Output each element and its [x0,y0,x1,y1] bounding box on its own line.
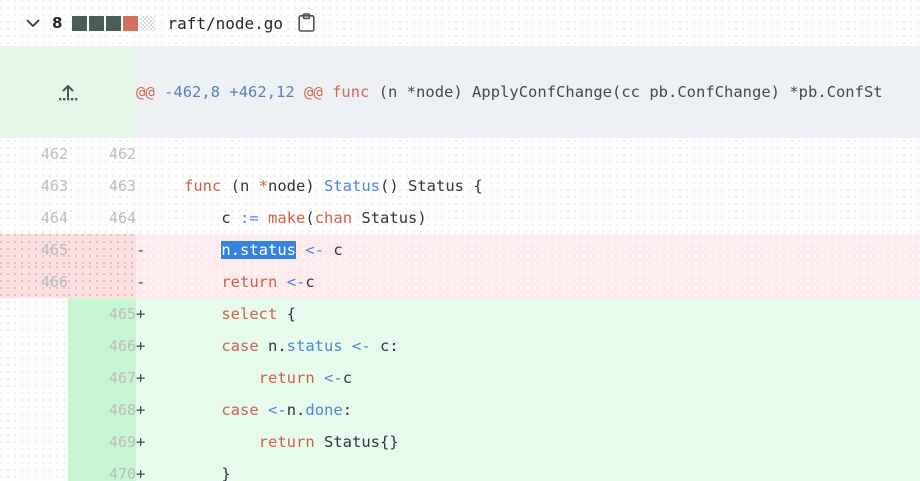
hunk-context-keyword: func [332,83,370,101]
line-number-new: 462 [108,145,137,163]
diffstat-block-3 [106,15,122,31]
table-row: 466 + case n.status <- c: [0,330,920,362]
code-line[interactable]: c := make(chan Status) [184,209,427,227]
change-count: 8 [52,14,63,32]
hunk-at-left: @@ [136,83,155,101]
code-line[interactable] [184,138,920,170]
code-line[interactable]: return <-c [184,266,920,298]
line-number-new: 468 [68,394,137,426]
hunk-range-new: +462,12 [229,83,295,101]
table-row: 465 + select { [0,298,920,330]
file-header: 8 raft/node.go [0,0,920,46]
line-number-new: 469 [68,426,137,458]
line-number-new: 470 [68,458,137,481]
diff-sign: + [136,362,185,394]
code-line[interactable]: func (n *node) Status() Status { [184,177,483,195]
diff-table: @@ -462,8 +462,12 @@ func (n *node) Appl… [0,46,920,481]
line-number-old: 463 [40,177,68,195]
hunk-header-text: @@ -462,8 +462,12 @@ func (n *node) Appl… [136,46,920,138]
selected-text[interactable]: n.status [221,241,296,259]
code-line[interactable]: case <-n.done: [184,394,920,426]
line-number-old: 464 [40,209,68,227]
table-row: 465 - n.status <- c [0,234,920,266]
table-row: 463 463 func (n *node) Status() Status { [0,170,920,202]
hunk-at-right: @@ [304,83,323,101]
hunk-header-row: @@ -462,8 +462,12 @@ func (n *node) Appl… [0,46,920,138]
table-row: 470 + } [0,458,920,481]
diff-sign: + [136,458,185,481]
line-number-old [0,298,68,330]
code-line[interactable]: select { [184,298,920,330]
line-number-new: 465 [68,298,137,330]
line-number-old [0,362,68,394]
code-line[interactable]: n.status <- c [184,234,920,266]
line-number-old: 465 [0,234,68,266]
line-number-new: 463 [108,177,137,195]
line-number-old: 462 [40,145,68,163]
line-number-old [0,458,68,481]
table-row: 464 464 c := make(chan Status) [0,202,920,234]
diffstat-block-2 [89,15,105,31]
line-number-new [68,234,137,266]
diff-sign: + [136,394,185,426]
line-number-new: 466 [68,330,137,362]
table-row: 468 + case <-n.done: [0,394,920,426]
line-number-new [68,266,137,298]
diff-sign [136,170,184,202]
diff-sign [136,138,184,170]
diff-sign: - [136,266,185,298]
chevron-down-icon[interactable] [22,12,44,34]
diffstat-block-1 [72,15,88,31]
code-line[interactable]: return <-c [184,362,920,394]
diff-sign: + [136,298,185,330]
line-number-old [0,330,68,362]
diff-sign: + [136,330,185,362]
line-number-old: 466 [0,266,68,298]
table-row: 466 - return <-c [0,266,920,298]
file-path[interactable]: raft/node.go [167,13,284,33]
diffstat-block-4 [123,15,139,31]
line-number-new: 464 [108,209,137,227]
table-row: 462 462 [0,138,920,170]
line-number-old [0,426,68,458]
hunk-range-old: -462,8 [164,83,221,101]
code-line[interactable]: return Status{} [184,426,920,458]
line-number-old [0,394,68,426]
clipboard-copy-icon[interactable] [295,12,317,34]
code-line[interactable]: case n.status <- c: [184,330,920,362]
line-number-new: 467 [68,362,137,394]
code-line[interactable]: } [184,458,920,481]
table-row: 467 + return <-c [0,362,920,394]
diff-sign: - [136,234,185,266]
diffstat-blocks [72,15,156,31]
hunk-context-signature: (n *node) ApplyConfChange(cc pb.ConfChan… [369,83,883,101]
diffstat-block-5 [140,15,156,31]
expand-up-icon[interactable] [0,46,137,138]
table-row: 469 + return Status{} [0,426,920,458]
diff-sign: + [136,426,185,458]
diff-sign [136,202,184,234]
